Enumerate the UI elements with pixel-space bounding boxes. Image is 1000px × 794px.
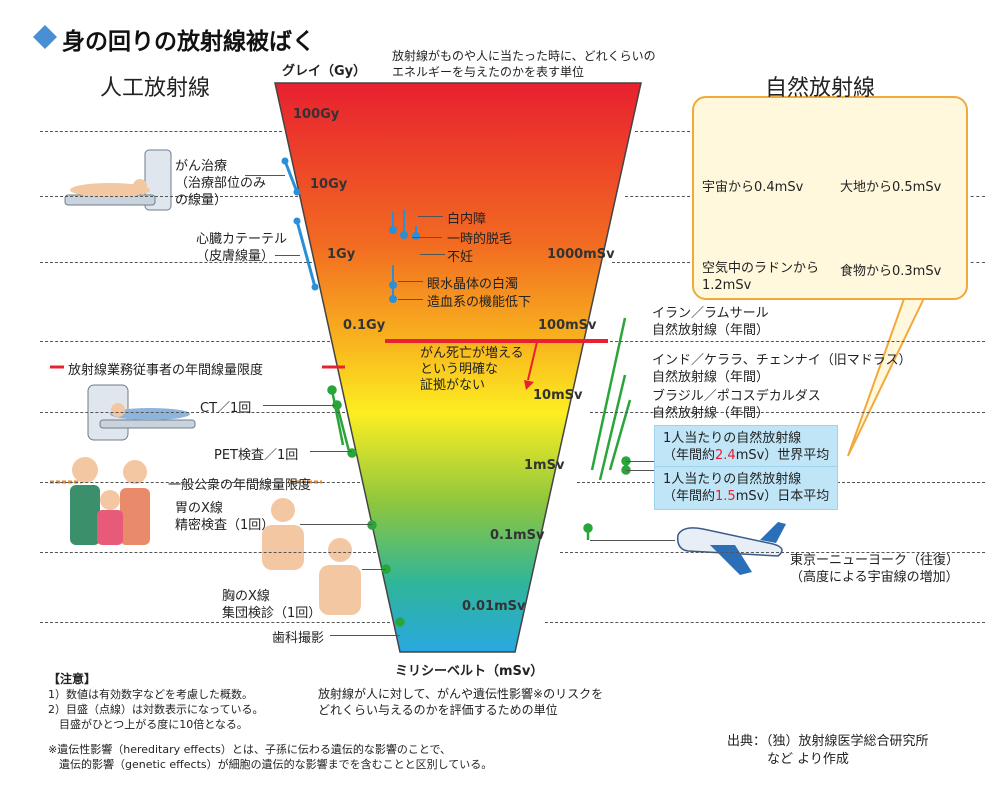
world-average-note: 1人当たりの自然放射線 （年間約2.4mSv）世界平均 bbox=[654, 425, 839, 469]
dose-funnel bbox=[274, 82, 642, 653]
label-food: 食物から0.3mSv bbox=[840, 264, 942, 279]
label-cardiac-catheter: 心臓カテーテル（皮膚線量） bbox=[196, 232, 288, 264]
label-india: インド／ケララ、チェンナイ（旧マドラス）自然放射線（年間） bbox=[652, 353, 912, 385]
cancer-note: がん死亡が増えるという明確な証拠がない bbox=[420, 346, 524, 393]
label-space: 宇宙から0.4mSv bbox=[702, 180, 804, 195]
effect-hematopoietic: 造血系の機能低下 bbox=[427, 295, 532, 310]
natural-radiation-bubble bbox=[692, 96, 968, 300]
scale-100msv: 100mSv bbox=[538, 318, 597, 333]
label-cancer-therapy: がん治療（治療部位のみの線量） bbox=[175, 159, 267, 208]
label-stomach-xray: 胃のX線精密検査（1回） bbox=[175, 501, 275, 533]
natural-heading: 自然放射線 bbox=[765, 76, 876, 101]
diamond-icon bbox=[33, 25, 57, 49]
gray-description: 放射線がものや人に当たった時に、どれくらいのエネルギーを与えたのかを表す単位 bbox=[392, 49, 656, 79]
page-title: 身の回りの放射線被ばく bbox=[62, 29, 315, 55]
artificial-heading: 人工放射線 bbox=[100, 76, 211, 101]
effect-infertility: 不妊 bbox=[447, 250, 474, 265]
scanner-icon bbox=[64, 149, 172, 211]
effect-hair-loss: 一時的脱毛 bbox=[447, 232, 513, 247]
label-earth: 大地から0.5mSv bbox=[840, 180, 942, 195]
scale-10gy: 10Gy bbox=[310, 177, 348, 192]
scale-0-1gy: 0.1Gy bbox=[343, 318, 386, 333]
source-credit: 出典：（独）放射線医学総合研究所など より作成 bbox=[727, 734, 929, 767]
label-chest-xray: 胸のX線集団検診（1回） bbox=[222, 589, 322, 621]
torso-icon bbox=[262, 498, 361, 615]
label-ct: CT／1回 bbox=[200, 401, 252, 416]
msv-description: 放射線が人に対して、がんや遺伝性影響※のリスクをどれくらい与えるのかを評価するた… bbox=[318, 687, 604, 717]
scale-10msv: 10mSv bbox=[533, 388, 583, 403]
label-public-limit: 一般公衆の年間線量限度 bbox=[168, 478, 312, 493]
scale-1msv: 1mSv bbox=[524, 458, 565, 473]
scale-1gy: 1Gy bbox=[327, 247, 356, 262]
effect-lens-opacity: 眼水晶体の白濁 bbox=[427, 277, 519, 292]
scale-0-01msv: 0.01mSv bbox=[462, 599, 526, 614]
gray-unit-label: グレイ（Gy） bbox=[282, 64, 367, 79]
msv-unit-label: ミリシーベルト（mSv） bbox=[395, 664, 544, 679]
airplane-icon bbox=[676, 522, 786, 575]
label-worker-limit: 放射線業務従事者の年間線量限度 bbox=[68, 363, 264, 378]
scale-0-1msv: 0.1mSv bbox=[490, 528, 545, 543]
label-pet: PET検査／1回 bbox=[214, 448, 299, 463]
footnote: ※遺伝性影響（hereditary effects）とは、子孫に伝わる遺伝的な影… bbox=[48, 743, 493, 771]
notes-block: 【注意】 1）数値は有効数字などを考慮した概数。 2）目盛（点線）は対数表示にな… bbox=[48, 672, 264, 731]
label-dental: 歯科撮影 bbox=[272, 631, 325, 646]
label-brazil: ブラジル／ポコスデカルダス自然放射線（年間） bbox=[652, 389, 821, 421]
scale-100gy: 100Gy bbox=[293, 107, 340, 122]
japan-average-note: 1人当たりの自然放射線 （年間約1.5mSv）日本平均 bbox=[654, 466, 839, 510]
effect-cataract: 白内障 bbox=[447, 212, 487, 227]
label-iran: イラン／ラムサール自然放射線（年間） bbox=[652, 306, 770, 338]
scale-1000msv: 1000mSv bbox=[547, 247, 615, 262]
family-icon bbox=[70, 457, 150, 545]
label-flight: 東京ーニューヨーク（往復）（高度による宇宙線の増加） bbox=[790, 553, 960, 585]
